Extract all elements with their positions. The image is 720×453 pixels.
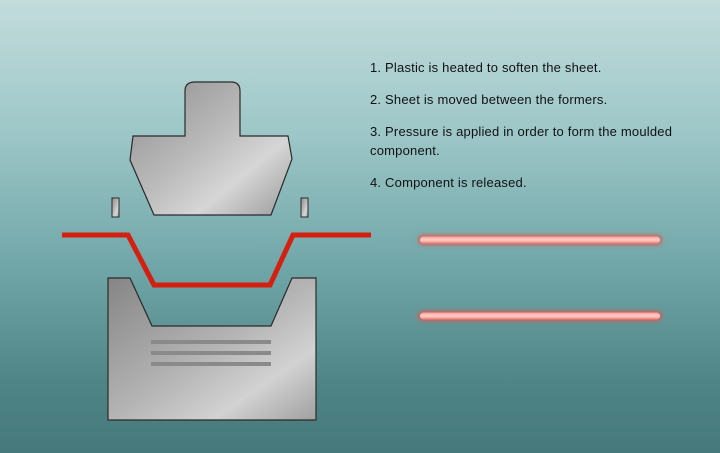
right-clamp bbox=[300, 197, 309, 218]
left-clamp bbox=[111, 197, 120, 218]
plastic-sheet bbox=[62, 232, 371, 288]
step-2: 2. Sheet is moved between the formers. bbox=[370, 92, 608, 107]
heater-element-top bbox=[418, 235, 662, 245]
lower-former-vents bbox=[151, 340, 271, 366]
process-steps: 1. Plastic is heated to soften the sheet… bbox=[370, 58, 700, 205]
heater-element-bottom bbox=[418, 311, 662, 321]
step-4: 4. Component is released. bbox=[370, 175, 527, 190]
step-1: 1. Plastic is heated to soften the sheet… bbox=[370, 60, 602, 75]
upper-former bbox=[129, 81, 293, 216]
lower-former bbox=[107, 277, 317, 421]
step-3: 3. Pressure is applied in order to form … bbox=[370, 124, 673, 158]
